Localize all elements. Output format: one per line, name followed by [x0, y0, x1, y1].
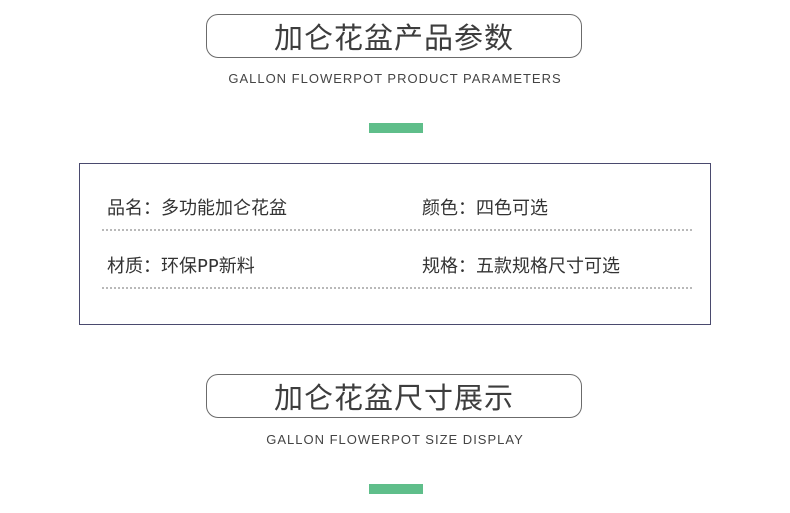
dotted-divider	[102, 287, 692, 289]
param-product-name: 品名：多功能加仑花盆	[107, 198, 287, 219]
param-color: 颜色：四色可选	[422, 198, 548, 219]
section-subtitle-product-parameters: GALLON FLOWERPOT PRODUCT PARAMETERS	[228, 71, 562, 86]
accent-bar	[369, 484, 423, 494]
parameters-panel: 品名：多功能加仑花盆 颜色：四色可选 材质：环保PP新料 规格：五款规格尺寸可选	[79, 163, 711, 325]
dotted-divider	[102, 229, 692, 231]
section-title-product-parameters: 加仑花盆产品参数	[206, 14, 582, 58]
section-title-size-display: 加仑花盆尺寸展示	[206, 374, 582, 418]
section-title-text: 加仑花盆产品参数	[273, 21, 514, 55]
section-subtitle-size-display: GALLON FLOWERPOT SIZE DISPLAY	[266, 432, 524, 447]
accent-bar	[369, 123, 423, 133]
param-specification: 规格：五款规格尺寸可选	[422, 256, 620, 277]
param-material: 材质：环保PP新料	[107, 256, 255, 277]
section-title-text: 加仑花盆尺寸展示	[273, 381, 514, 415]
